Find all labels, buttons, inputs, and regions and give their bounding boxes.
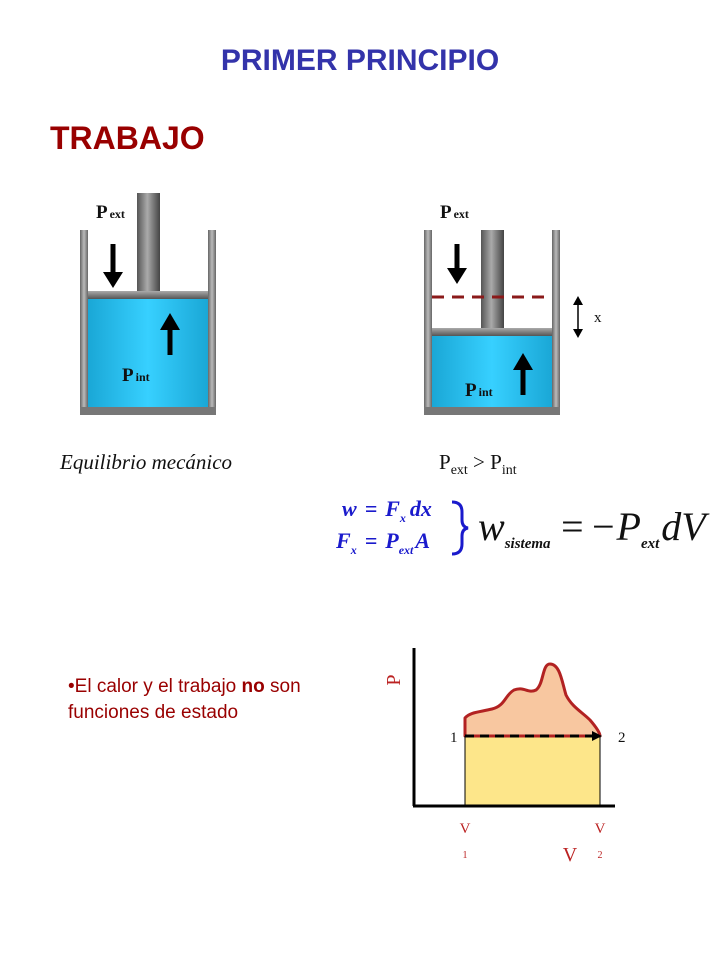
equation-result: wsistema=−PextdV xyxy=(478,504,710,552)
svg-text:Pint: Pint xyxy=(122,365,150,386)
bullet-marker: • xyxy=(68,676,75,697)
right-pext-sub: ext xyxy=(454,207,469,221)
v1-sub: 1 xyxy=(463,850,468,861)
left-cylinder-wall-right xyxy=(208,230,216,415)
svg-text:Pext: Pext xyxy=(96,202,125,223)
left-caption: Equilibrio mecánico xyxy=(60,450,233,474)
v1-label: V xyxy=(460,821,471,837)
left-pext-label: P xyxy=(96,202,108,223)
svg-text:Pext: Pext xyxy=(440,202,469,223)
svg-text:Pint: Pint xyxy=(465,380,493,401)
right-cylinder-wall-right xyxy=(552,230,560,415)
right-pext-label: P xyxy=(440,202,452,223)
left-pint-label: P xyxy=(122,365,134,386)
right-piston-head xyxy=(432,328,552,336)
left-piston-rod xyxy=(137,193,160,291)
work-area xyxy=(465,736,600,806)
left-arrow-up-icon xyxy=(160,313,180,355)
right-pint-label: P xyxy=(465,380,477,401)
slide-title: PRIMER PRINCIPIO xyxy=(220,44,500,77)
point-1-label: 1 xyxy=(450,730,458,746)
brace-icon xyxy=(451,500,469,556)
right-pint-sub: int xyxy=(479,385,493,399)
left-pint-sub: int xyxy=(136,370,150,384)
point-2-label: 2 xyxy=(618,730,626,746)
left-piston-head xyxy=(88,291,208,299)
left-pext-sub: ext xyxy=(110,207,125,221)
displacement-arrow-icon xyxy=(573,296,583,338)
right-piston-rod xyxy=(481,230,504,328)
left-arrow-down-icon xyxy=(103,244,123,288)
right-caption: Pext > Pint xyxy=(439,450,517,479)
dashed-arrowhead-icon xyxy=(592,731,602,741)
right-cylinder-bottom xyxy=(424,407,560,415)
right-arrow-down-icon xyxy=(447,244,467,284)
left-cylinder-wall-left xyxy=(80,230,88,415)
right-cylinder-wall-left xyxy=(424,230,432,415)
left-cylinder-bottom xyxy=(80,407,216,415)
equation-force: Fx=PextA xyxy=(335,528,430,557)
pv-diagram: P V 1 2 V 1 V 2 xyxy=(383,648,626,866)
right-fluid xyxy=(432,336,552,407)
x-axis-label: V xyxy=(563,844,578,866)
y-axis-label: P xyxy=(383,674,405,685)
right-arrow-up-icon xyxy=(513,353,533,395)
v2-sub: 2 xyxy=(598,850,603,861)
slide-subtitle: TRABAJO xyxy=(50,120,205,156)
irreversible-area xyxy=(463,662,602,738)
v2-label: V xyxy=(595,821,606,837)
bullet-statement: •El calor y el trabajo no son funciones … xyxy=(68,676,301,723)
left-fluid xyxy=(88,299,208,407)
displacement-label: x xyxy=(594,310,602,326)
